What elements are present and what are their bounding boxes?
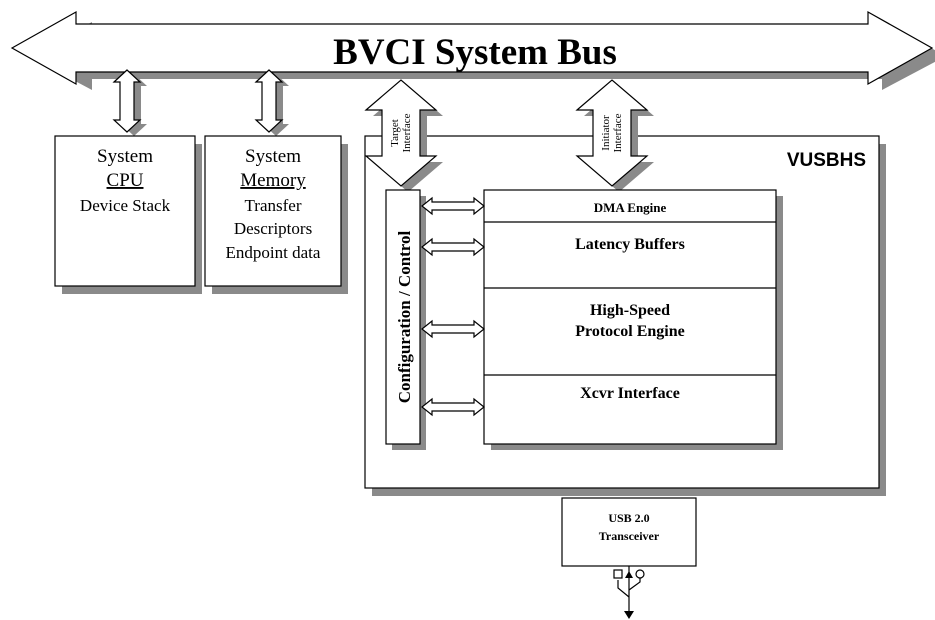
config-latency-arrow	[421, 237, 485, 257]
config-control-label: Configuration / Control	[395, 230, 414, 403]
target-interface-label-1: Target	[389, 119, 401, 147]
engine-stack: DMA Engine Latency Buffers High-Speed Pr…	[483, 189, 783, 450]
protocol-engine-label-2: Protocol Engine	[575, 323, 684, 340]
system-bus-arrow	[10, 10, 934, 86]
cpu-device-stack: Device Stack	[80, 196, 171, 215]
memory-title: System	[245, 146, 301, 167]
latency-buffers-label: Latency Buffers	[575, 236, 685, 253]
cpu-title: System	[97, 146, 153, 167]
memory-subtitle: Memory	[240, 170, 306, 191]
target-interface-arrow: Target Interface	[364, 79, 443, 192]
cpu-bus-arrow	[112, 69, 147, 136]
initiator-interface-label-1: Initiator	[600, 115, 612, 151]
protocol-engine-label-1: High-Speed	[590, 302, 670, 319]
usb-transceiver-box: USB 2.0 Transceiver	[561, 497, 697, 567]
config-control-bar: Configuration / Control	[385, 189, 426, 450]
config-dma-arrow	[421, 196, 485, 216]
transceiver-label-2: Transceiver	[599, 529, 660, 543]
memory-endpoint-data: Endpoint data	[226, 243, 321, 262]
vusbhs-label: VUSBHS	[787, 150, 866, 171]
xcvr-interface-label: Xcvr Interface	[580, 385, 680, 402]
system-bus: BVCI System Bus	[10, 10, 935, 90]
memory-descriptors: Descriptors	[234, 219, 312, 238]
initiator-interface-label-2: Interface	[612, 113, 624, 152]
target-interface-label-2: Interface	[401, 113, 413, 152]
dma-engine-label: DMA Engine	[594, 200, 667, 215]
config-xcvr-arrow	[421, 397, 485, 417]
system-memory-box: System Memory Transfer Descriptors Endpo…	[204, 135, 348, 294]
system-cpu-box: System CPU Device Stack	[54, 135, 202, 294]
initiator-interface-arrow: Initiator Interface	[575, 79, 654, 192]
cpu-subtitle: CPU	[107, 170, 144, 191]
usb-icon	[613, 566, 645, 619]
memory-transfer: Transfer	[245, 196, 302, 215]
config-protocol-arrow	[421, 319, 485, 339]
memory-bus-arrow	[254, 69, 289, 136]
transceiver-label-1: USB 2.0	[608, 511, 649, 525]
system-bus-title: BVCI System Bus	[333, 32, 617, 73]
